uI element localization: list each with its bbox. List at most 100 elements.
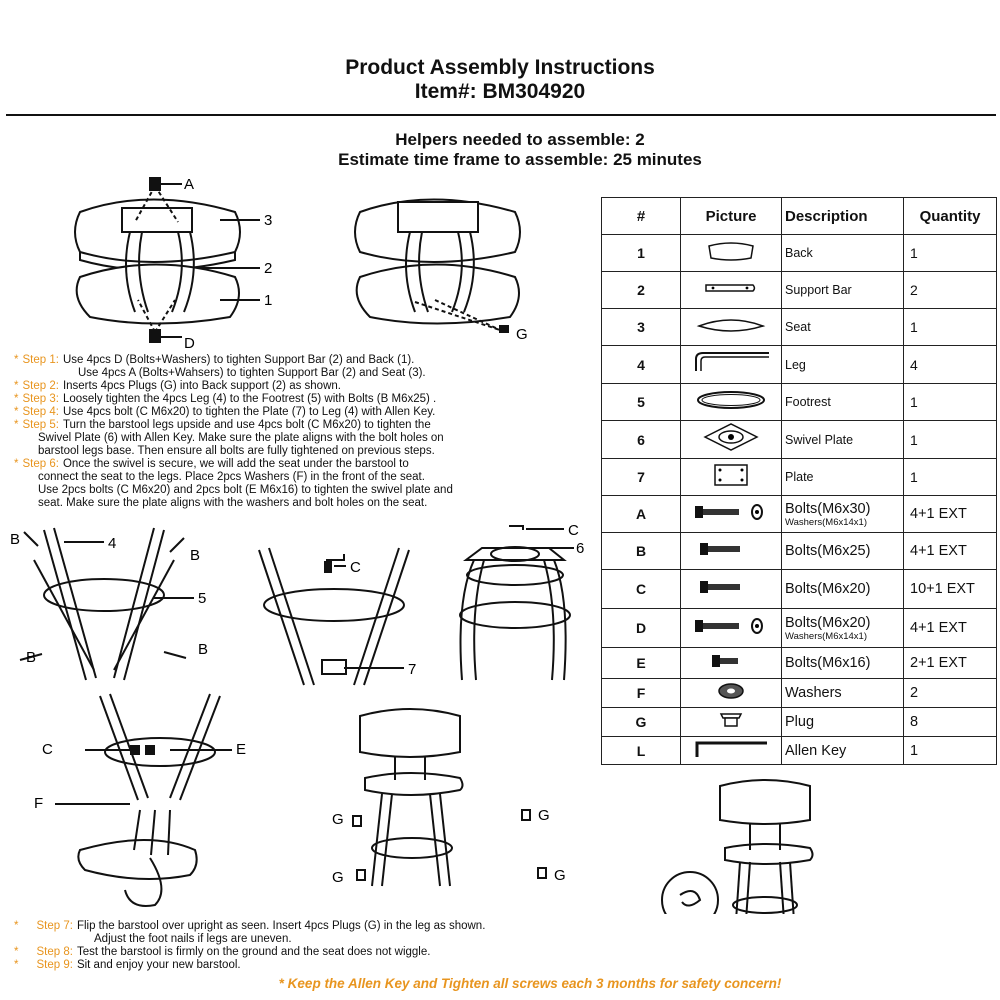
part-description: Footrest xyxy=(785,395,831,409)
part-number: 5 xyxy=(601,383,681,421)
part-description: Bolts(M6x16) xyxy=(785,655,871,671)
step-7: *Step 7:Flip the barstool over upright a… xyxy=(14,920,486,932)
label-b-1: B xyxy=(10,531,20,548)
label-a: A xyxy=(184,176,194,193)
seat-icon xyxy=(696,318,766,338)
part-description: Bolts(M6x20) xyxy=(785,581,871,597)
table-row: D Bolts(M6x20)Washers(M6x14x1) 4+1 EXT xyxy=(601,608,997,648)
label-b-2: B xyxy=(190,547,200,564)
col-description: Description xyxy=(781,197,904,235)
footrest-icon xyxy=(695,390,767,415)
part-quantity: 2 xyxy=(903,271,997,309)
label-g-2: G xyxy=(538,807,550,824)
step-5: *Step 5:Turn the barstool legs upside an… xyxy=(14,419,431,431)
part-quantity: 1 xyxy=(903,308,997,346)
step-6-cont-2: Use 2pcs bolts (C M6x20) and 2pcs bolt (… xyxy=(38,484,453,496)
bolt-icon xyxy=(696,542,766,563)
part-number: 2 xyxy=(601,271,681,309)
back-icon xyxy=(705,241,757,266)
step3-5-diagram: B 4 B 5 B B C 7 C 6 xyxy=(10,522,584,686)
part-description: Allen Key xyxy=(785,742,847,759)
swivel-plate-icon xyxy=(701,423,761,456)
part-number: E xyxy=(601,647,681,679)
step1-2-diagram: A D 3 2 1 G xyxy=(74,176,528,352)
support-bar-icon xyxy=(703,282,759,299)
part-quantity: 4+1 EXT xyxy=(903,495,997,533)
part-number: D xyxy=(601,608,681,648)
part-number: G xyxy=(601,707,681,737)
part-number: 1 xyxy=(601,234,681,272)
label-3: 3 xyxy=(264,212,272,229)
label-5: 5 xyxy=(198,590,206,607)
part-description: Back xyxy=(785,246,813,260)
label-c-1: C xyxy=(350,559,361,576)
bolt-washer-icon xyxy=(691,503,771,526)
label-7: 7 xyxy=(408,661,416,678)
part-description: Swivel Plate xyxy=(785,432,854,447)
step-1-cont: Use 4pcs A (Bolts+Wahsers) to tighten Su… xyxy=(78,367,426,379)
part-description: Bolts(M6x25) xyxy=(785,543,871,559)
part-description: Seat xyxy=(785,320,811,334)
bolt-washer-icon xyxy=(691,617,771,640)
label-c-2: C xyxy=(568,522,579,539)
bolt-icon xyxy=(696,580,766,601)
step-5-cont-2: barstool legs base. Then ensure all bolt… xyxy=(38,445,435,457)
step-3: *Step 3:Loosely tighten the 4pcs Leg (4)… xyxy=(14,393,437,405)
label-2: 2 xyxy=(264,260,272,277)
part-quantity: 4+1 EXT xyxy=(903,608,997,648)
part-quantity: 10+1 EXT xyxy=(903,569,997,609)
parts-table-header: # Picture Description Quantity xyxy=(601,197,997,235)
table-row: E Bolts(M6x16) 2+1 EXT xyxy=(601,647,997,679)
step-1: *Step 1:Use 4pcs D (Bolts+Washers) to ti… xyxy=(14,354,415,366)
time-frame: Estimate time frame to assemble: 25 minu… xyxy=(338,150,702,169)
label-c-3: C xyxy=(42,741,53,758)
label-f: F xyxy=(34,795,43,812)
part-number: C xyxy=(601,569,681,609)
part-number: L xyxy=(601,736,681,765)
part-quantity: 1 xyxy=(903,420,997,459)
label-d: D xyxy=(184,335,195,352)
step-6-cont-1: connect the seat to the legs. Place 2pcs… xyxy=(38,471,425,483)
part-quantity: 4 xyxy=(903,345,997,384)
part-quantity: 2 xyxy=(903,678,997,708)
part-number: B xyxy=(601,532,681,570)
label-g: G xyxy=(516,326,528,343)
part-quantity: 2+1 EXT xyxy=(903,647,997,679)
part-quantity: 8 xyxy=(903,707,997,737)
short-bolt-icon xyxy=(706,654,756,675)
header-divider xyxy=(6,114,996,116)
part-description: Bolts(M6x20) xyxy=(785,614,871,631)
label-6: 6 xyxy=(576,540,584,557)
table-row: 5 Footrest 1 xyxy=(601,383,997,421)
step-6-cont-3: seat. Make sure the plate aligns with th… xyxy=(38,497,428,509)
part-subdescription: Washers(M6x14x1) xyxy=(785,630,868,642)
label-4: 4 xyxy=(108,535,116,552)
label-e: E xyxy=(236,741,246,758)
part-quantity: 1 xyxy=(903,458,997,496)
label-g-1: G xyxy=(332,811,344,828)
washer-icon xyxy=(711,682,751,705)
item-number: Item#: BM304920 xyxy=(414,80,586,103)
allen-key-icon xyxy=(691,741,771,763)
plate-icon xyxy=(711,463,751,492)
step-9: *Step 9:Sit and enjoy your new barstool. xyxy=(14,959,241,971)
part-subdescription: Washers(M6x14x1) xyxy=(785,516,868,528)
step-7-cont: Adjust the foot nails if legs are uneven… xyxy=(94,933,292,945)
col-num: # xyxy=(601,197,681,235)
step-8: *Step 8:Test the barstool is firmly on t… xyxy=(14,946,431,958)
part-description: Plate xyxy=(785,470,814,484)
leg-icon xyxy=(691,352,771,379)
part-number: 4 xyxy=(601,345,681,384)
part-quantity: 1 xyxy=(903,383,997,421)
step6-9-diagram: C E F G G G G xyxy=(34,693,814,914)
safety-note: * Keep the Allen Key and Tighten all scr… xyxy=(278,976,782,991)
